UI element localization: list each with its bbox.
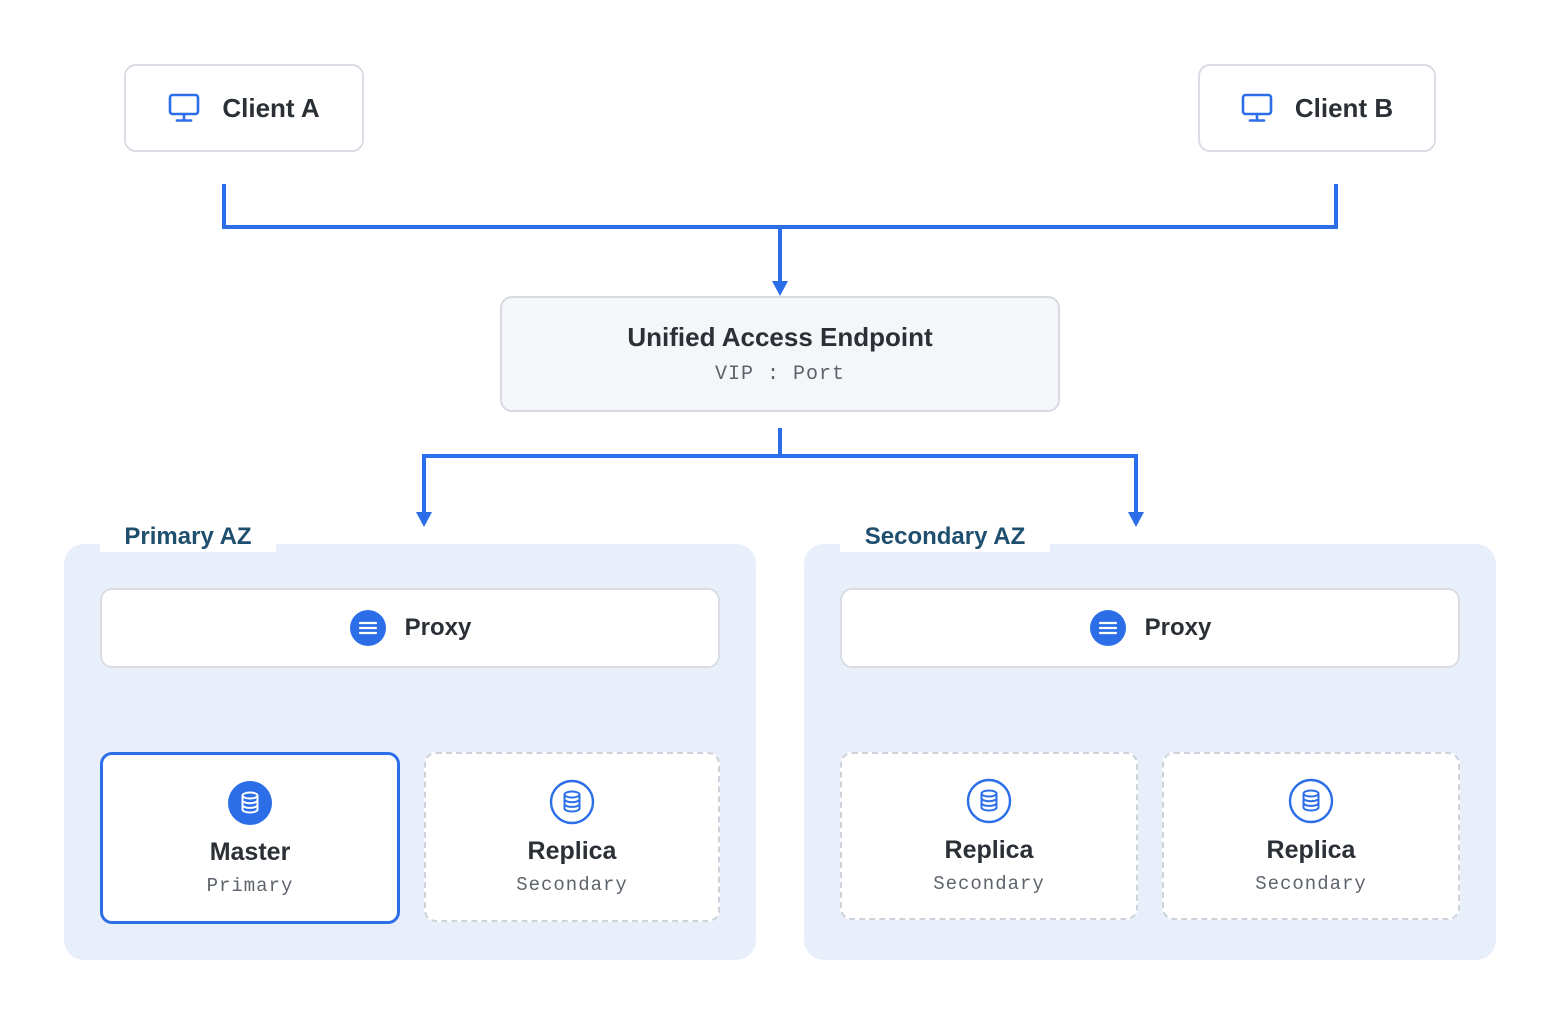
database-icon — [1288, 778, 1334, 824]
node-subtitle: Secondary — [1255, 872, 1367, 895]
node-subtitle: Secondary — [933, 872, 1045, 895]
arrowhead — [416, 512, 432, 527]
node-title: Replica — [944, 835, 1034, 864]
endpoint-out-wire — [422, 454, 1138, 513]
database-icon — [549, 779, 595, 825]
database-icon — [966, 778, 1012, 824]
replica-node[interactable]: Replica Secondary — [424, 752, 720, 922]
proxy-icon — [1089, 609, 1127, 647]
master-node[interactable]: Master Primary — [100, 752, 400, 924]
monitor-icon — [168, 93, 200, 123]
secondary-proxy[interactable]: Proxy — [840, 588, 1460, 668]
node-subtitle: Primary — [206, 874, 294, 897]
unified-access-endpoint[interactable]: Unified Access Endpoint VIP : Port — [500, 296, 1060, 412]
client-label: Client A — [222, 92, 320, 123]
primary-proxy[interactable]: Proxy — [100, 588, 720, 668]
proxy-label: Proxy — [404, 614, 472, 641]
secondary-az-label: Secondary AZ — [840, 522, 1050, 552]
arrowhead — [772, 281, 788, 296]
client-b-box[interactable]: Client B — [1198, 64, 1436, 152]
client-label: Client B — [1294, 92, 1394, 123]
node-subtitle: Secondary — [516, 873, 628, 896]
endpoint-subtitle: VIP : Port — [714, 363, 846, 386]
primary-az-label: Primary AZ — [100, 522, 276, 552]
endpoint-title: Unified Access Endpoint — [627, 322, 933, 352]
client-a-wire — [222, 184, 1338, 229]
node-title: Replica — [527, 836, 617, 865]
arrowhead — [1128, 512, 1144, 527]
monitor-icon — [1241, 93, 1273, 123]
proxy-icon — [349, 609, 387, 647]
node-title: Replica — [1266, 835, 1356, 864]
replica-node[interactable]: Replica Secondary — [1162, 752, 1460, 920]
client-a-box[interactable]: Client A — [124, 64, 364, 152]
replica-node[interactable]: Replica Secondary — [840, 752, 1138, 920]
proxy-label: Proxy — [1144, 614, 1212, 641]
database-icon — [227, 780, 273, 826]
node-title: Master — [209, 837, 291, 866]
